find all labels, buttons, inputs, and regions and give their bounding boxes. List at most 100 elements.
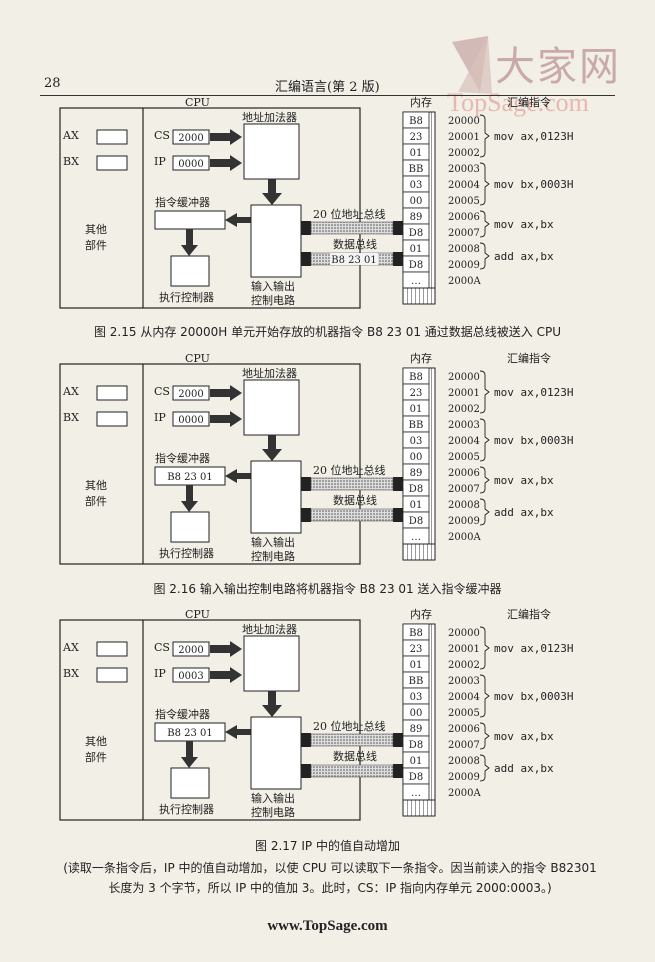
buffer-down-arrow: [181, 501, 198, 512]
data-bus: [310, 764, 394, 778]
cs-value: 2000: [178, 389, 203, 400]
cpu-label: CPU: [185, 352, 210, 365]
memory-cell-value: 01: [410, 500, 423, 511]
ip-value: 0003: [178, 671, 203, 682]
memory-cell-value: D8: [409, 484, 423, 495]
memory-address: 20008: [448, 500, 480, 511]
memory-address: 20000: [448, 116, 480, 127]
ip-value: 0000: [178, 159, 203, 170]
other-parts-label-2: 部件: [85, 750, 107, 764]
ip-label: IP: [154, 411, 166, 424]
cs-to-adder-arrow: [210, 389, 230, 397]
footer-url: www.TopSage.com: [267, 918, 388, 934]
memory-address: 20008: [448, 756, 480, 767]
memory-address: 20006: [448, 724, 480, 735]
assembly-instruction: mov bx,0003H: [494, 690, 573, 703]
memory-cell-value: BB: [409, 676, 424, 687]
buffer-down-arrow: [181, 245, 198, 256]
cs-to-adder-arrow: [210, 133, 230, 141]
memory-address: 20005: [448, 452, 480, 463]
cs-register: [172, 385, 210, 401]
other-parts-label-1: 其他: [85, 735, 107, 748]
ax-label: AX: [62, 641, 79, 654]
figure-2-16-caption: 图 2.16 输入输出控制电路将机器指令 B8 23 01 送入指令缓冲器: [153, 582, 502, 596]
address-adder: [243, 123, 300, 180]
memory-address: 20007: [448, 228, 480, 239]
memory-cell-value: BB: [409, 164, 424, 175]
address-bus: [310, 477, 394, 491]
memory-cell-value: 01: [410, 660, 423, 671]
memory-cell-value: 01: [410, 244, 423, 255]
cpu-label: CPU: [185, 608, 210, 621]
cpu-frame: [59, 619, 361, 821]
io-control-label-2: 控制电路: [251, 805, 295, 819]
io-control-label-2: 控制电路: [251, 549, 295, 563]
io-control-circuit: [250, 716, 302, 790]
memory-cell-value: …: [411, 788, 421, 799]
data-bus-label: 数据总线: [333, 749, 377, 763]
memory-cell-value: …: [411, 532, 421, 543]
instruction-brace: [479, 626, 490, 670]
cpu-frame: [59, 107, 361, 309]
adder-down-arrow: [262, 193, 282, 205]
ax-register: [96, 641, 128, 657]
memory-address: 20002: [448, 404, 480, 415]
other-parts-label-1: 其他: [85, 223, 107, 236]
figure-2-15-caption: 图 2.15 从内存 20000H 单元开始存放的机器指令 B8 23 01 通…: [93, 325, 562, 339]
watermark-site: TopSage.com: [447, 88, 589, 117]
memory-address: 20003: [448, 420, 480, 431]
memory-cell-value: 03: [410, 692, 423, 703]
ip-register: [172, 155, 210, 171]
cs-to-adder-arrow: [210, 645, 230, 653]
instruction-brace: [479, 418, 490, 462]
memory-address: 20004: [448, 436, 480, 447]
cpu-frame: [59, 363, 361, 565]
note-line-2: 长度为 3 个字节，所以 IP 中的值加 3。此时，CS：IP 指向内存单元 2…: [108, 881, 552, 895]
memory-address: 20002: [448, 660, 480, 671]
io-control-circuit: [250, 460, 302, 534]
memory-cell-value: 03: [410, 180, 423, 191]
memory-address: 20003: [448, 676, 480, 687]
instruction-buffer-value: B8 23 01: [167, 472, 213, 483]
book-title: 汇编语言(第 2 版): [275, 80, 380, 95]
execution-controller-label: 执行控制器: [159, 546, 214, 560]
other-parts-label-2: 部件: [85, 494, 107, 508]
instruction-brace: [479, 754, 490, 782]
io-control-label-1: 输入输出: [251, 791, 295, 805]
memory-address: 20006: [448, 212, 480, 223]
instruction-brace: [479, 722, 490, 750]
instruction-brace: [479, 370, 490, 414]
bx-register: [96, 155, 128, 171]
io-to-buffer-arrow: [225, 469, 237, 483]
memory-address: 20003: [448, 164, 480, 175]
assembly-instruction: add ax,bx: [494, 250, 554, 263]
memory-cell-value: 89: [410, 212, 423, 223]
data-bus: [310, 508, 394, 522]
instruction-brace: [479, 674, 490, 718]
memory-cell-value: 00: [410, 196, 423, 207]
memory-cell-value: 03: [410, 436, 423, 447]
cs-register: [172, 641, 210, 657]
assembly-instruction: mov ax,bx: [494, 474, 554, 487]
memory-cell-value: D8: [409, 772, 423, 783]
memory-cell-value: 00: [410, 452, 423, 463]
memory-cell-value: D8: [409, 260, 423, 271]
io-to-buffer-arrow: [225, 213, 237, 227]
memory-address: 20004: [448, 692, 480, 703]
ax-register: [96, 129, 128, 145]
address-adder-label: 地址加法器: [242, 622, 297, 636]
memory-address: 20005: [448, 708, 480, 719]
bx-label: BX: [63, 667, 79, 680]
address-bus: [310, 733, 394, 747]
instruction-buffer-label: 指令缓冲器: [155, 707, 210, 721]
bx-label: BX: [63, 411, 79, 424]
memory-address: 20001: [448, 132, 480, 143]
ip-to-adder-arrow: [210, 415, 230, 423]
instruction-brace: [479, 242, 490, 270]
memory-address: 20009: [448, 260, 480, 271]
ax-register: [96, 385, 128, 401]
assembly-instruction: mov ax,0123H: [494, 642, 573, 655]
memory-address: 2000A: [448, 532, 481, 543]
